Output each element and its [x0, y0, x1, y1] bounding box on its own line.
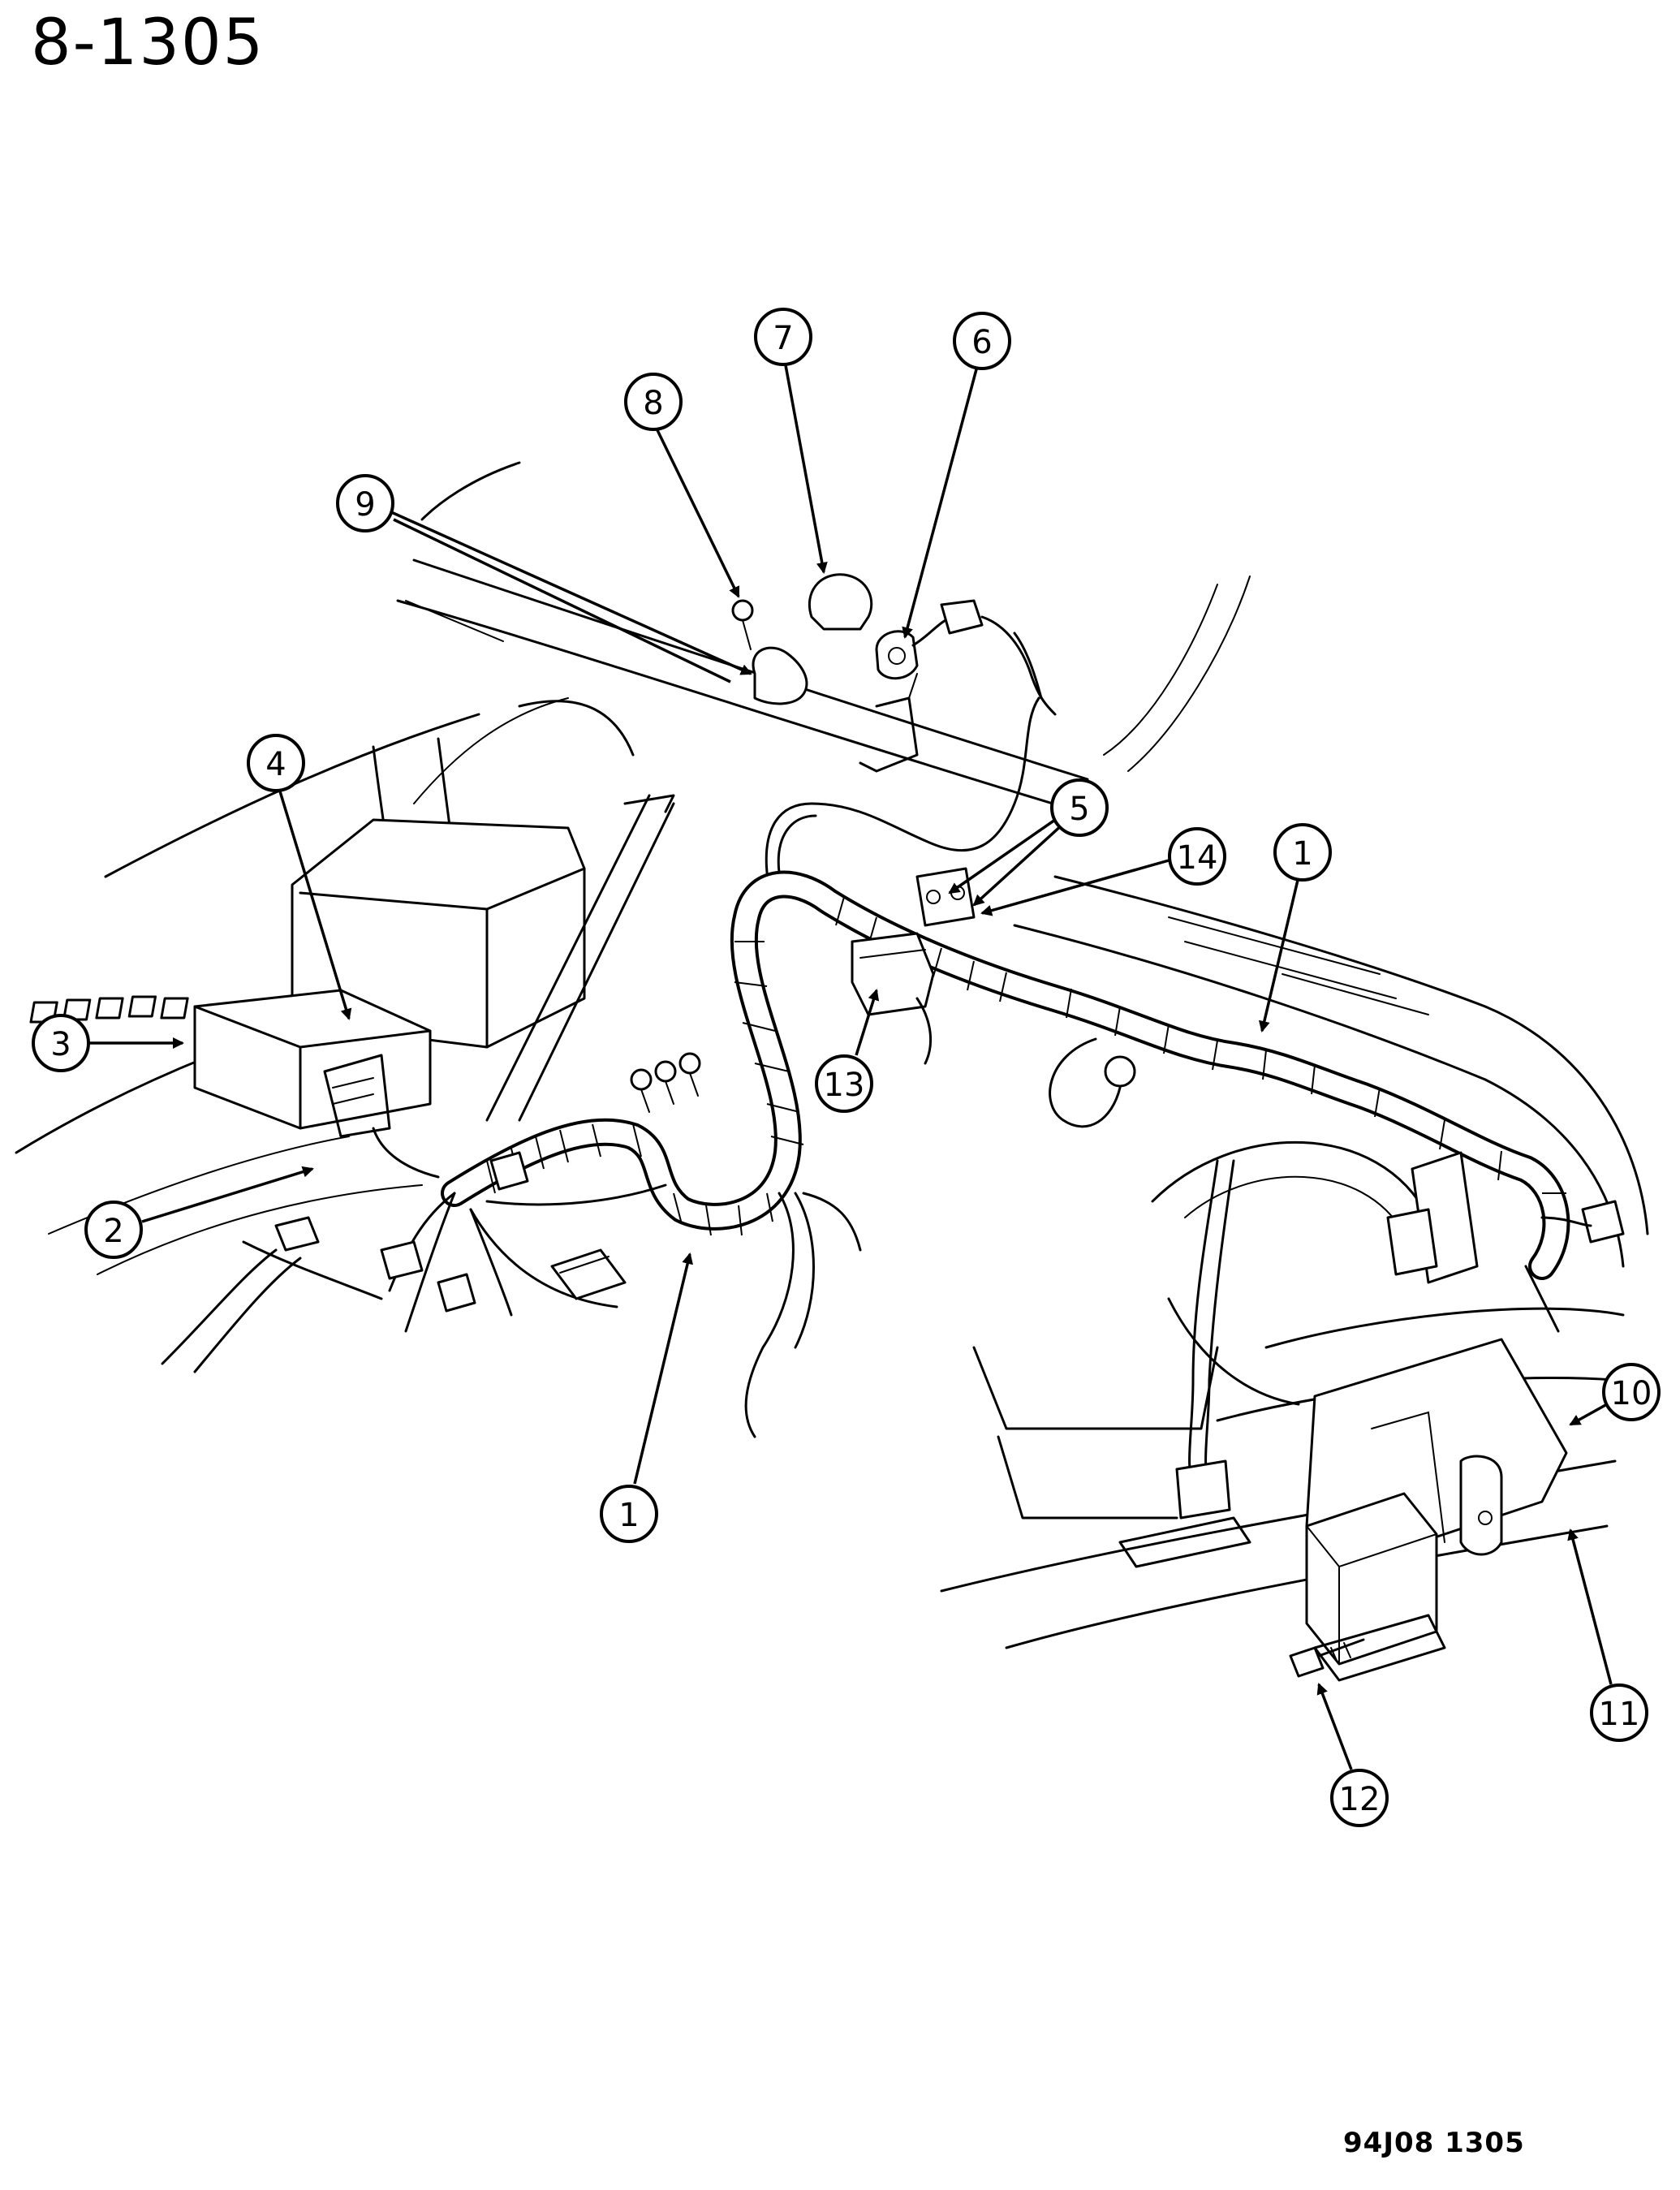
svg-text:9: 9	[355, 486, 375, 524]
svg-text:8: 8	[643, 385, 663, 422]
callout-1-lower: 1	[600, 1252, 694, 1543]
power-distribution-center	[29, 989, 432, 1138]
svg-text:12: 12	[1339, 1781, 1381, 1818]
svg-text:2: 2	[103, 1213, 123, 1250]
callout-2: 2	[84, 1166, 314, 1259]
svg-text:3: 3	[50, 1026, 71, 1063]
svg-text:4: 4	[265, 746, 286, 783]
svg-text:10: 10	[1611, 1375, 1652, 1412]
callout-1-upper: 1	[1258, 823, 1332, 1032]
callout-10: 10	[1569, 1363, 1661, 1426]
figure-code: 94J08 1305	[1343, 2127, 1525, 2159]
svg-text:13: 13	[824, 1067, 865, 1104]
callout-6: 6	[902, 312, 1011, 639]
svg-text:14: 14	[1177, 839, 1218, 877]
callout-8: 8	[624, 373, 740, 598]
svg-text:5: 5	[1069, 791, 1089, 828]
main-wiring-harness	[161, 696, 1625, 1520]
svg-text:11: 11	[1599, 1696, 1640, 1733]
page-title: 8-1305	[31, 6, 265, 80]
callout-3: 3	[32, 1014, 184, 1072]
callout-7: 7	[754, 308, 828, 574]
callout-14: 14	[980, 827, 1226, 916]
svg-text:1: 1	[618, 1497, 639, 1534]
callout-12: 12	[1316, 1683, 1389, 1827]
bolt	[1289, 1638, 1365, 1678]
callout-4: 4	[247, 734, 352, 1020]
vehicle-body-outline	[15, 461, 1649, 1682]
callout-13: 13	[815, 989, 880, 1113]
lamp-assembly	[731, 573, 1057, 1065]
callout-11: 11	[1567, 1528, 1648, 1742]
callout-9: 9	[336, 474, 752, 683]
callout-5: 5	[948, 778, 1109, 907]
svg-text:1: 1	[1292, 835, 1312, 873]
svg-text:6: 6	[971, 324, 992, 361]
svg-text:7: 7	[773, 320, 793, 357]
